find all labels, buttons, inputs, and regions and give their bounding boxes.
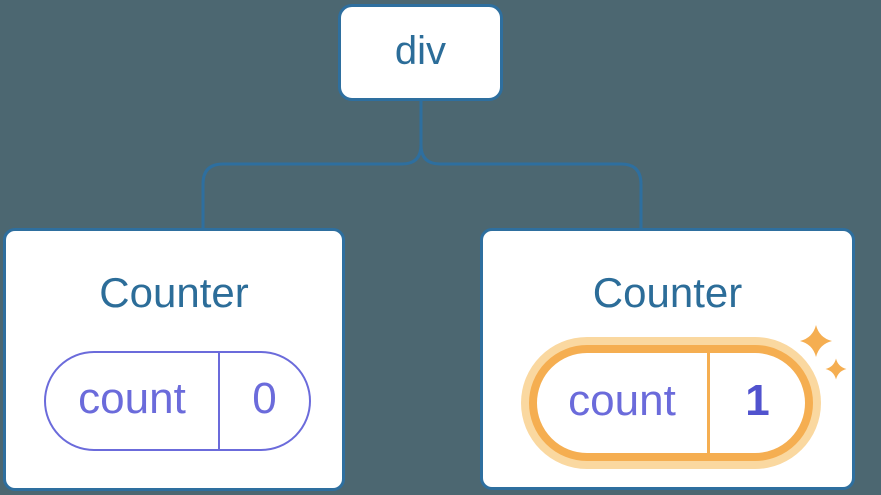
connector-left-branch <box>201 99 423 230</box>
state-value: 0 <box>252 374 277 423</box>
counter-title: Counter <box>99 269 249 316</box>
state-value: 1 <box>745 376 770 425</box>
state-key-cell: count <box>537 353 710 453</box>
counter-card-left: Counter count 0 <box>3 228 345 491</box>
counter-card-right: Counter count 1 <box>480 228 855 490</box>
state-key-cell: count <box>46 353 220 449</box>
root-node-label: div <box>394 28 447 73</box>
state-pill-highlighted: count 1 <box>529 345 813 461</box>
sparkle-large <box>800 325 832 357</box>
sparkle-small <box>825 358 847 380</box>
connector-right-branch <box>419 99 643 230</box>
state-value-cell: 1 <box>710 353 805 453</box>
state-key-label: count <box>78 374 186 423</box>
counter-title: Counter <box>592 269 743 316</box>
state-value-cell: 0 <box>220 353 309 449</box>
state-key-label: count <box>568 376 676 425</box>
state-pill: count 0 <box>44 351 311 451</box>
root-node: div <box>338 4 503 101</box>
